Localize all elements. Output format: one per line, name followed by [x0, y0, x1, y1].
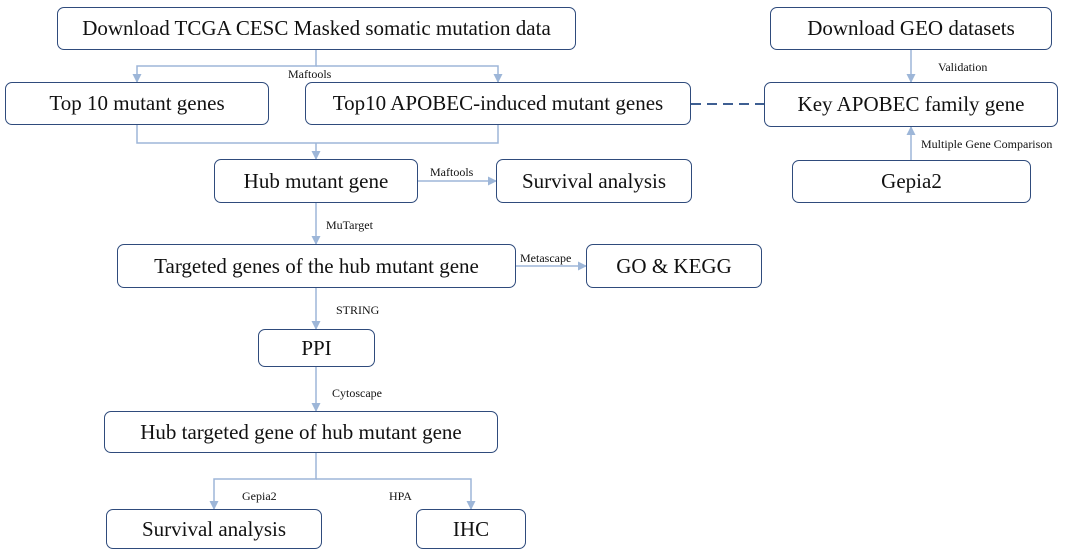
node-hub-mutant: Hub mutant gene — [214, 159, 418, 203]
connector-hubtargeted-to-ihc — [316, 478, 476, 510]
label-string: STRING — [336, 303, 380, 317]
label-metascape: Metascape — [520, 251, 572, 265]
label-maftools-survival: Maftools — [430, 165, 474, 179]
node-key-apobec: Key APOBEC family gene — [764, 82, 1058, 127]
node-hub-targeted: Hub targeted gene of hub mutant gene — [104, 411, 498, 453]
label-mutarget: MuTarget — [326, 218, 373, 232]
node-ppi: PPI — [258, 329, 375, 367]
node-survival-analysis-2: Survival analysis — [106, 509, 322, 549]
label-gepia2: Gepia2 — [242, 489, 277, 503]
node-survival-analysis-1: Survival analysis — [496, 159, 692, 203]
label-validation: Validation — [938, 60, 988, 74]
connector-tcga-to-apobec — [316, 65, 503, 83]
node-top10-mutant: Top 10 mutant genes — [5, 82, 269, 125]
label-maftools-top: Maftools — [288, 67, 332, 81]
label-multiple-gene-comparison: Multiple Gene Comparison — [921, 137, 1053, 151]
label-cytoscape: Cytoscape — [332, 386, 382, 400]
connector-hubtargeted-to-survival — [209, 453, 317, 510]
connector-tcga-to-top10 — [132, 50, 317, 83]
node-gepia2: Gepia2 — [792, 160, 1031, 203]
label-hpa: HPA — [389, 489, 412, 503]
node-top10-apobec: Top10 APOBEC-induced mutant genes — [305, 82, 691, 125]
node-download-tcga: Download TCGA CESC Masked somatic mutati… — [57, 7, 576, 50]
node-download-geo: Download GEO datasets — [770, 7, 1052, 50]
node-ihc: IHC — [416, 509, 526, 549]
node-targeted-genes: Targeted genes of the hub mutant gene — [117, 244, 516, 288]
connector-merge — [136, 125, 499, 144]
node-go-kegg: GO & KEGG — [586, 244, 762, 288]
